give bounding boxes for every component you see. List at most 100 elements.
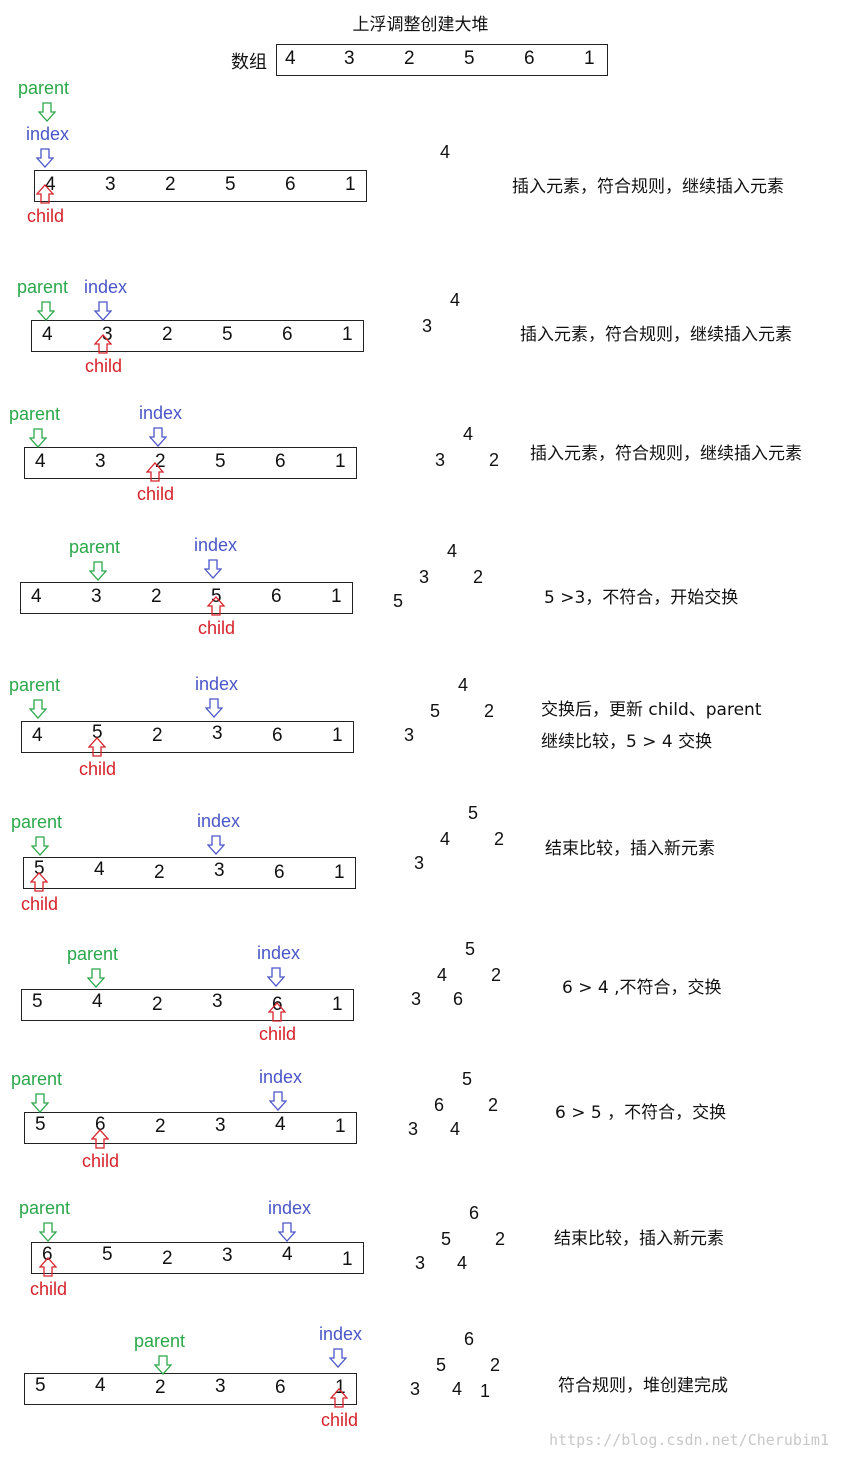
heap-node: 3 [435,450,446,470]
top-array-cell: 3 [344,48,355,69]
array-cell: 2 [151,586,162,607]
array-cell: 3 [222,1245,233,1266]
array-cell: 3 [215,1115,226,1136]
heap-node: 3 [410,1379,421,1399]
parent-label: parent [19,1198,71,1218]
index-label: index [257,943,301,963]
child-label: child [198,618,236,638]
parent-arrow-icon [38,102,56,122]
page-title: 上浮调整创建大堆 [352,15,489,35]
step-description: 插入元素，符合规则，继续插入元素 [520,325,792,345]
child-arrow-icon [39,1257,57,1277]
heap-node: 3 [414,853,425,873]
array-cell: 2 [155,451,166,472]
parent-arrow-icon-shape [29,428,47,448]
parent-arrow-icon [154,1355,172,1375]
heap-node: 3 [408,1119,419,1139]
array-cell: 4 [92,991,103,1012]
index-label: index [195,674,239,694]
child-arrow-icon-shape [330,1388,348,1408]
array-cell: 3 [91,586,102,607]
array-cell: 5 [222,324,233,345]
array-cell: 2 [152,725,163,746]
parent-arrow-icon-shape [154,1355,172,1375]
child-arrow-icon [94,334,112,354]
index-arrow-icon-shape [149,427,167,447]
array-cell: 3 [102,324,113,345]
parent-label: parent [67,944,119,964]
heap-node: 2 [495,1229,506,1249]
child-arrow-icon-shape [268,1002,286,1022]
heap-node: 3 [411,989,422,1009]
step-description: 5 >3，不符合，开始交换 [544,588,739,608]
parent-arrow-icon-shape [89,561,107,581]
step-description: 继续比较，5 > 4 交换 [541,732,713,752]
array-cell: 6 [272,994,283,1015]
child-arrow-icon [146,462,164,482]
parent-arrow-icon [37,301,55,321]
array-cell: 1 [331,586,342,607]
parent-label: parent [9,675,61,695]
index-label: index [194,535,238,555]
step-description: 6 > 4 ,不符合，交换 [562,978,722,998]
array-label: 数组 [231,52,267,73]
array-cell: 5 [32,991,43,1012]
parent-arrow-icon-shape [39,1222,57,1242]
heap-node: 2 [489,450,500,470]
parent-arrow-icon-shape [31,1093,49,1113]
array-cell: 2 [165,174,176,195]
step-description: 6 > 5 ，不符合，交换 [555,1103,727,1123]
array-cell: 5 [225,174,236,195]
array-cell: 5 [92,722,103,743]
child-label: child [85,356,123,376]
heap-node: 2 [494,829,505,849]
array-cell: 1 [332,725,343,746]
array-cell: 4 [282,1244,293,1265]
array-cell: 4 [35,451,46,472]
array-cell: 6 [42,1244,53,1265]
heap-node: 5 [468,803,479,823]
top-array-cell: 4 [285,48,296,69]
child-arrow-icon [268,1002,286,1022]
child-arrow-icon [88,737,106,757]
array-cell: 3 [214,860,225,881]
index-arrow-icon-shape [267,967,285,987]
array-cell: 1 [335,451,346,472]
index-arrow-icon [269,1091,287,1111]
child-arrow-icon-shape [207,596,225,616]
index-label: index [84,277,128,297]
parent-arrow-icon [29,428,47,448]
index-label: index [139,403,183,423]
child-label: child [27,206,65,226]
child-arrow-icon-shape [88,737,106,757]
child-label: child [259,1024,297,1044]
parent-arrow-icon [31,836,49,856]
index-arrow-icon-shape [204,559,222,579]
child-arrow-icon [36,184,54,204]
index-arrow-icon-shape [205,698,223,718]
array-cell: 4 [45,174,56,195]
parent-arrow-icon-shape [29,699,47,719]
child-arrow-icon [330,1388,348,1408]
index-label: index [319,1324,363,1344]
array-cell: 3 [212,991,223,1012]
array-cell: 2 [162,324,173,345]
child-arrow-icon [91,1129,109,1149]
array-cell: 6 [271,586,282,607]
index-arrow-icon [205,698,223,718]
index-arrow-icon-shape [278,1222,296,1242]
heap-node: 4 [440,142,451,162]
heap-node: 3 [419,567,430,587]
top-array-cell: 2 [404,48,415,69]
index-arrow-icon [267,967,285,987]
index-label: index [268,1198,312,1218]
heap-node: 4 [437,965,448,985]
parent-arrow-icon [39,1222,57,1242]
index-arrow-icon-shape [36,148,54,168]
